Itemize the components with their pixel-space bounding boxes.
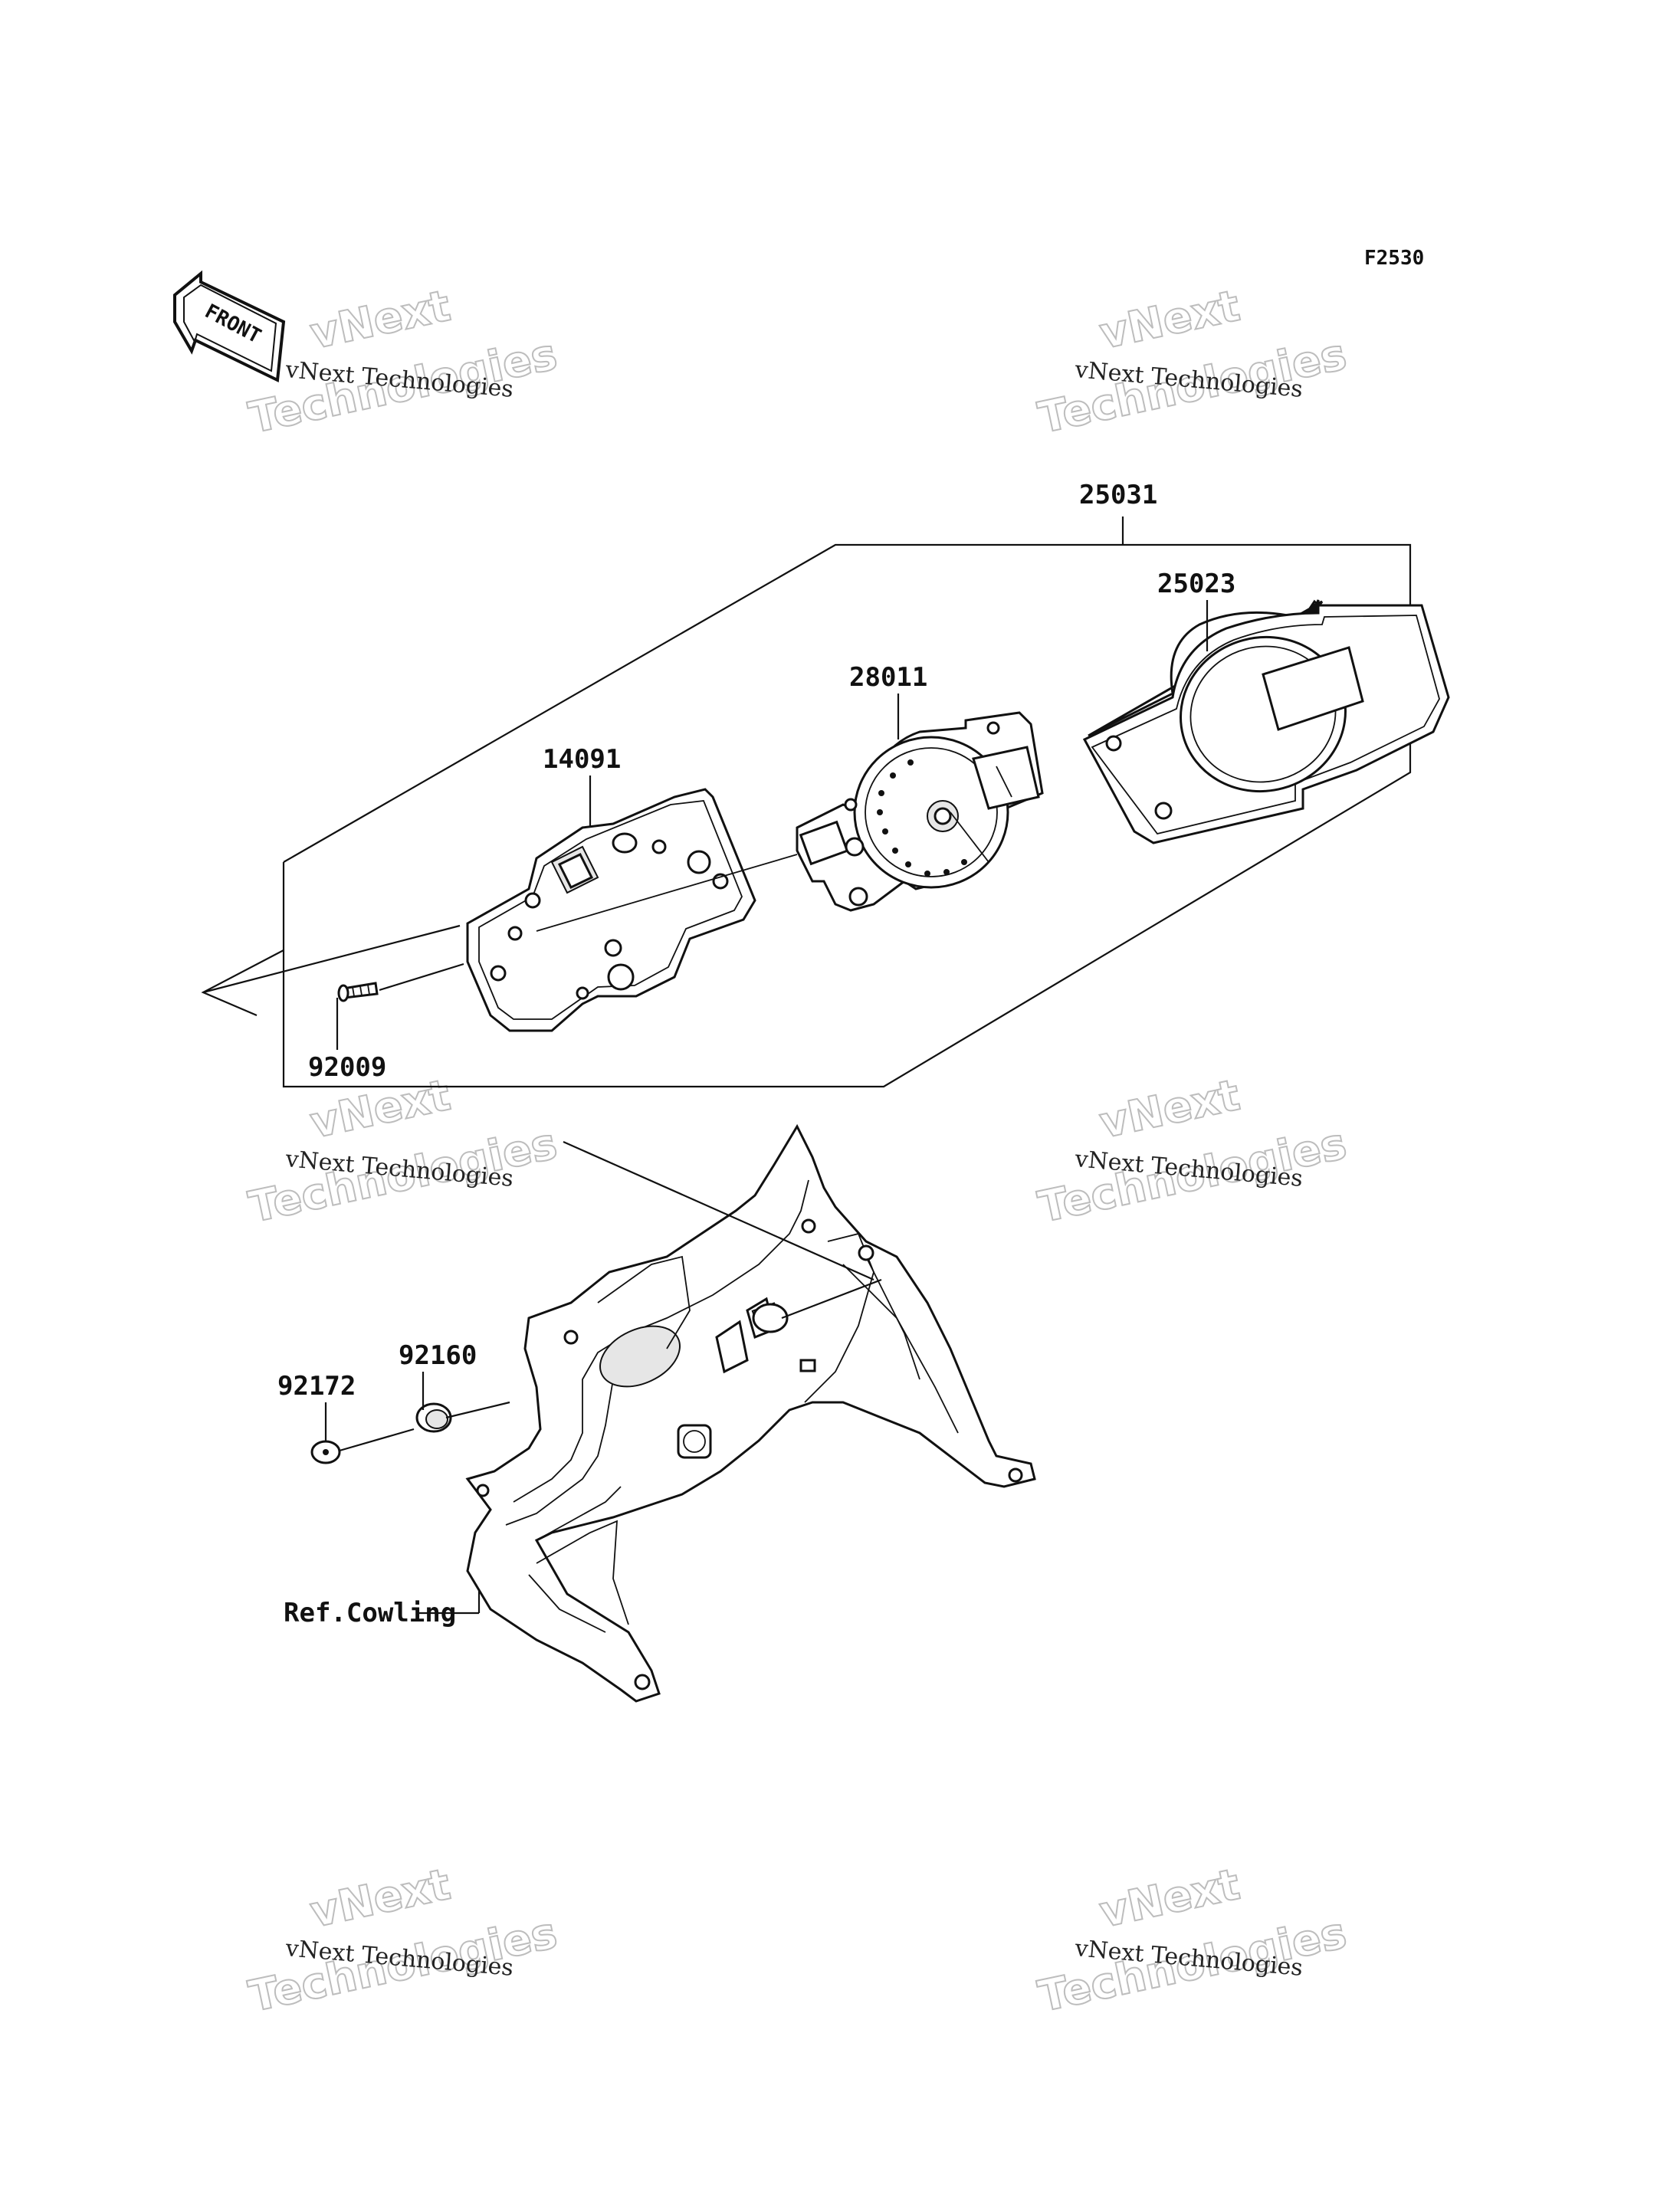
label-25031: 25031 [1079,480,1157,510]
watermark-mid-right: vNext Technologies vNext Technologies [1033,1070,1351,1234]
cowling-bracket [465,1123,1036,1703]
screw-92009 [336,962,464,1050]
screw-92172 [310,1402,415,1464]
diagram-code: F2530 [1364,247,1424,270]
meter-cover-25023 [1082,599,1450,844]
svg-text:vNext: vNext [1095,1071,1244,1149]
label-92160: 92160 [399,1340,477,1371]
svg-text:vNext: vNext [1095,281,1244,359]
grommet-92160 [415,1372,510,1433]
front-arrow-icon: FRONT [173,270,286,383]
svg-text:vNext: vNext [306,281,454,359]
watermark-bottom-right: vNext Technologies vNext Technologies [1033,1859,1351,2023]
label-25023: 25023 [1157,569,1235,599]
meter-unit-28011 [796,711,1044,912]
label-ref-cowling: Ref.Cowling [284,1598,456,1628]
svg-text:vNext: vNext [306,1860,454,1938]
label-28011: 28011 [849,662,927,693]
watermark-top-left: vNext Technologies vNext Technologies [244,280,562,444]
svg-text:vNext: vNext [1095,1860,1244,1938]
assembly-outline [201,516,1412,1088]
label-14091: 14091 [543,744,621,775]
tachometer-ticks-icon [877,759,967,877]
meter-case-14091 [466,788,798,1032]
label-92009: 92009 [308,1052,386,1083]
watermark-mid-left: vNext Technologies vNext Technologies [244,1070,562,1234]
watermark-bottom-left: vNext Technologies vNext Technologies [244,1859,562,2023]
watermark-top-right: vNext Technologies vNext Technologies [1033,280,1351,444]
label-92172: 92172 [277,1371,356,1402]
